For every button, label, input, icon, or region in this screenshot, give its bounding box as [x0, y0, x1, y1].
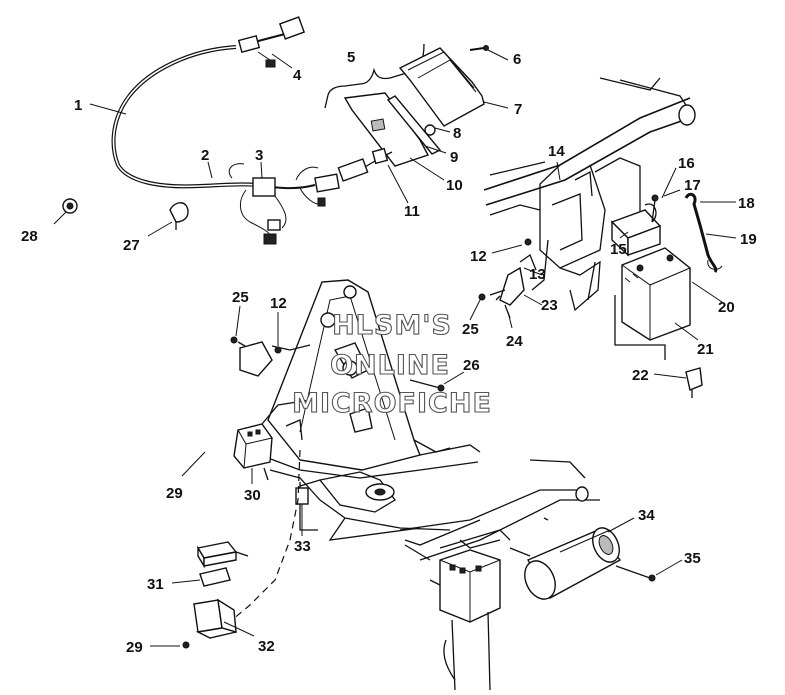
lower-left-parts — [182, 449, 301, 649]
callout-27: 27 — [123, 237, 140, 254]
tail-light-assembly — [324, 43, 485, 182]
callout-20: 20 — [718, 299, 735, 316]
callout-24: 24 — [506, 333, 523, 350]
frame-upper — [483, 77, 696, 312]
callout-23: 23 — [541, 297, 558, 314]
callout-21: 21 — [697, 341, 714, 358]
watermark: HLSM'S ONLINE MICROFICHE — [292, 309, 492, 419]
wiring-harness — [111, 16, 340, 245]
callout-16: 16 — [678, 155, 695, 172]
callout-25-right: 25 — [462, 321, 479, 338]
callout-18: 18 — [738, 195, 755, 212]
center-frame — [230, 279, 481, 546]
callout-12-right: 12 — [470, 248, 487, 265]
callout-labels: 1 2 3 4 5 6 7 8 9 10 11 12 12 13 14 15 1… — [21, 49, 757, 656]
watermark-line-3: MICROFICHE — [292, 388, 492, 419]
callout-12-center: 12 — [270, 295, 287, 312]
callout-13: 13 — [529, 266, 546, 283]
battery-cable — [684, 192, 723, 273]
callout-35: 35 — [684, 550, 701, 567]
callout-4: 4 — [293, 67, 302, 84]
callout-31: 31 — [147, 576, 164, 593]
leader-lines — [53, 49, 737, 647]
callout-33: 33 — [294, 538, 311, 555]
callout-22: 22 — [632, 367, 649, 384]
callout-30: 30 — [244, 487, 261, 504]
callout-7: 7 — [514, 101, 522, 118]
callout-15: 15 — [610, 241, 627, 258]
fasteners — [62, 45, 489, 230]
callout-6: 6 — [513, 51, 521, 68]
callout-28: 28 — [21, 228, 38, 245]
callout-10: 10 — [446, 177, 463, 194]
callout-8: 8 — [453, 125, 461, 142]
lower-right-frame — [399, 459, 656, 691]
callout-2: 2 — [201, 147, 209, 164]
callout-29-upper: 29 — [166, 485, 183, 502]
callout-1: 1 — [74, 97, 82, 114]
callout-3: 3 — [255, 147, 263, 164]
callout-17: 17 — [684, 177, 701, 194]
battery-parts — [610, 194, 691, 360]
callout-32: 32 — [258, 638, 275, 655]
callout-14: 14 — [548, 143, 565, 160]
callout-25-center: 25 — [232, 289, 249, 306]
watermark-line-2: ONLINE — [330, 350, 450, 381]
callout-5: 5 — [347, 49, 355, 66]
callout-19: 19 — [740, 231, 757, 248]
callout-29-lower: 29 — [126, 639, 143, 656]
callout-9: 9 — [450, 149, 458, 166]
small-hardware-right — [478, 238, 703, 398]
callout-34: 34 — [638, 507, 655, 524]
callout-11: 11 — [404, 203, 420, 220]
watermark-line-1: HLSM'S — [332, 310, 452, 341]
callout-26: 26 — [463, 357, 480, 374]
